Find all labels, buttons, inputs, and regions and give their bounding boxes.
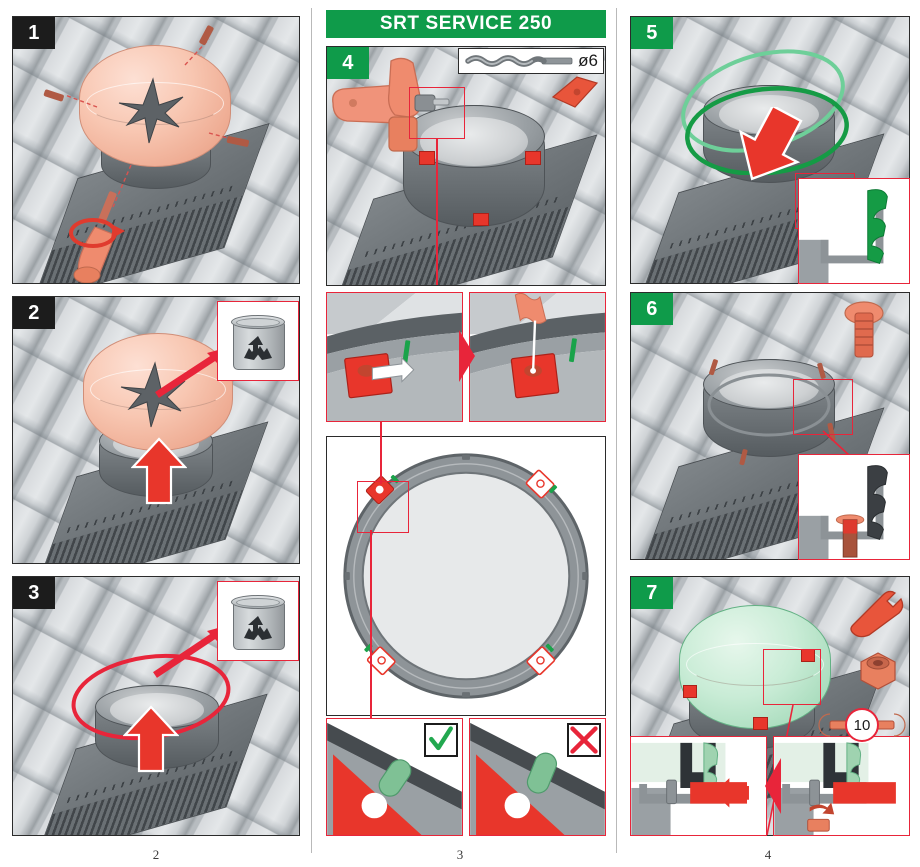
incorrect-position-inset	[469, 718, 606, 836]
screwdriver-icon	[69, 191, 125, 283]
seal-cross-section-illustration	[799, 189, 888, 283]
dome-clamp-detail-inset	[630, 736, 767, 836]
correct-position-illustration	[327, 722, 462, 835]
lift-up-arrow-icon	[123, 705, 179, 773]
dome-detail-highlight	[763, 649, 821, 705]
callout-leader-line	[370, 530, 372, 720]
step-4-badge: 4	[327, 47, 369, 79]
column-divider-right	[616, 8, 617, 853]
correct-position-inset	[326, 718, 463, 836]
recycle-symbol-icon	[244, 336, 272, 360]
step-5-panel: 5	[630, 16, 910, 284]
drill-hole-illustration	[470, 293, 605, 421]
cross-icon	[570, 726, 598, 754]
recycle-bin-callout	[217, 301, 299, 381]
screw-detail-highlight	[793, 379, 853, 435]
step-6-badge: 6	[631, 293, 673, 325]
press-down-arrow-icon	[738, 107, 803, 181]
dome-tighten-illustration	[774, 742, 896, 835]
screw-cross-section-inset	[798, 454, 910, 560]
seated-seal-ring-icon	[707, 373, 831, 437]
screw-callouts	[43, 25, 250, 208]
roof-collar	[403, 105, 545, 227]
collar-plan-view-illustration	[343, 453, 589, 699]
seal-cross-section-inset	[798, 178, 910, 284]
page-number-middle: 3	[456, 847, 464, 862]
recycle-symbol-icon	[244, 616, 272, 640]
step-2-badge: 2	[13, 297, 55, 329]
bracket-clip-icon	[753, 717, 768, 730]
slide-bracket-illustration	[327, 293, 462, 421]
recycle-bin-icon	[231, 312, 285, 370]
plan-detail-highlight	[357, 481, 409, 533]
dome-crack-icon	[120, 361, 186, 428]
detail-progress-arrow-icon	[765, 758, 781, 814]
new-dome	[679, 605, 831, 729]
screw-positions	[709, 359, 836, 466]
step-5-badge: 5	[631, 17, 673, 49]
document-title-banner: SRT SERVICE 250	[326, 10, 606, 38]
bracket-clip-icon	[473, 213, 489, 226]
detail-progress-arrow-icon	[459, 330, 475, 382]
collar-plan-view-panel	[326, 436, 606, 716]
checkmark-icon	[429, 726, 453, 751]
spanner-size-label: 10	[845, 708, 879, 742]
incorrect-position-illustration	[470, 722, 605, 835]
recycle-bin-callout	[217, 581, 299, 661]
drill-bit-spec-box: ø6	[458, 48, 604, 74]
bracket-clip-icon	[419, 151, 435, 165]
bolt-icon	[844, 301, 884, 358]
screw-cross-section-illustration	[799, 465, 888, 559]
step-7-badge: 7	[631, 577, 673, 609]
drill-bit-icon	[465, 55, 573, 67]
bracket-clip-icon	[683, 685, 697, 698]
drill-hole-detail-inset	[469, 292, 606, 422]
drill-target-highlight	[409, 87, 465, 139]
dome-clamp-illustration	[631, 742, 749, 835]
step-4-panel: 4	[326, 46, 606, 286]
page-number-right: 4	[764, 847, 772, 862]
slide-bracket-detail-inset	[326, 292, 463, 422]
page-number-left: 2	[152, 847, 160, 862]
drill-bit-diameter-label: ø6	[578, 51, 598, 70]
recycle-bin-icon	[231, 592, 285, 650]
lift-up-arrow-icon	[131, 437, 187, 505]
step-2-panel: 2	[12, 296, 300, 564]
step-3-badge: 3	[13, 577, 55, 609]
spanner-icon	[850, 590, 904, 638]
step-3-panel: 3	[12, 576, 300, 836]
callout-leader-line	[380, 422, 382, 484]
dome-tighten-detail-inset	[773, 736, 910, 836]
callout-leader-line	[436, 139, 438, 285]
correct-mark-box	[424, 723, 458, 757]
bracket-clip-icon	[525, 151, 541, 165]
step-1-badge: 1	[13, 17, 55, 49]
nut-icon	[860, 652, 896, 690]
incorrect-mark-box	[567, 723, 601, 757]
dome-crack-icon	[118, 77, 184, 144]
step-1-panel: 1	[12, 16, 300, 284]
spare-bracket-icon	[551, 76, 599, 108]
column-divider-left	[311, 8, 312, 853]
document-title: SRT SERVICE 250	[379, 13, 553, 34]
cordless-drill-icon	[332, 57, 450, 152]
